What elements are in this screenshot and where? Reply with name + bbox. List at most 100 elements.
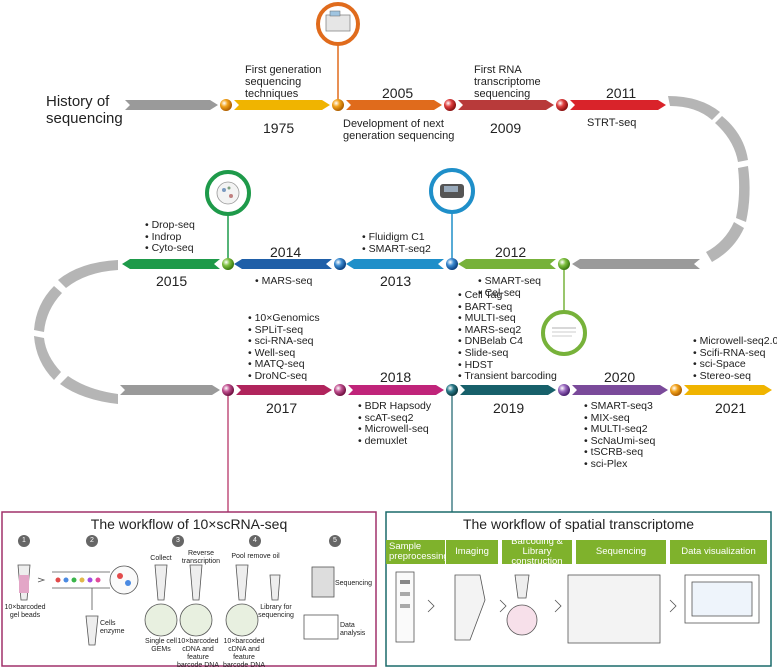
year-2011: 2011 (606, 85, 637, 101)
list-item: MULTI-seq (458, 313, 557, 325)
arrow-2017 (236, 385, 332, 395)
year-2018: 2018 (380, 369, 412, 385)
arrow-2020 (572, 385, 668, 395)
list-item: Stereo-seq (693, 370, 777, 383)
row1-arrows (125, 100, 666, 110)
spatial-drawings (395, 571, 760, 644)
list-item: MARS-seq2 (458, 324, 557, 337)
workflow-10x-title-wrap: The workflow of 10×scRNA-seq (2, 516, 376, 532)
list-2018: BDR HapsodyscAT-seq2Microwell-seqdemuxle… (358, 400, 432, 447)
list-item: tSCRB-seq (584, 447, 655, 459)
step-sample-preprocessing: Sample preprocessing (386, 540, 449, 564)
list-item: Microwell-seq (358, 424, 431, 436)
cells-label: Cells enzyme (100, 620, 125, 635)
label-2005: Development of next generation sequencin… (343, 118, 455, 142)
list-item: MIX-seq (584, 412, 655, 425)
list-item: MARS-seq (255, 275, 313, 288)
workflow-spatial-title-wrap: The workflow of spatial transcriptome (386, 516, 771, 532)
list-item: 10×Genomics (248, 312, 320, 325)
sequencer-icon (316, 2, 360, 99)
list-item: HDST (458, 359, 557, 372)
gems-label: Single cell GEMs (145, 638, 177, 653)
arrow-2011 (570, 100, 666, 110)
step-3-badge: 3 (172, 535, 184, 547)
list-item: Scifi-RNA-seq (693, 347, 777, 360)
year-2021: 2021 (715, 400, 747, 416)
list-item: Slide-seq (458, 347, 557, 360)
list-item: MATQ-seq (248, 359, 320, 371)
step-4-badge: 4 (249, 535, 261, 547)
arrow-1975 (234, 100, 330, 110)
list-item: Microwell-seq2.0 (693, 335, 777, 348)
list-item: DroNC-seq (248, 370, 320, 383)
list-2021: Microwell-seq2.0Scifi-RNA-seqsci-SpaceSt… (693, 335, 777, 383)
analysis-label: Data analysis (340, 622, 366, 637)
cells-icon (205, 170, 251, 258)
list-2019: Cell TagBART-seqMULTI-seqMARS-seq2DNBela… (458, 289, 557, 383)
list-2014: MARS-seq (255, 275, 313, 288)
cdna-label-2: 10×barcoded cDNA and feature barcode DNA (222, 638, 266, 669)
arrow-row3-grey (120, 385, 220, 395)
pool-label: Pool remove oil (231, 553, 280, 560)
year-2015: 2015 (156, 273, 188, 289)
right-turn (668, 96, 750, 262)
list-item: SMART-seq2 (362, 243, 431, 256)
year-2013: 2013 (380, 273, 412, 289)
arrow-row2-grey (572, 259, 700, 269)
row3-nodes (222, 384, 682, 396)
arrow-2005 (346, 100, 442, 110)
year-2014: 2014 (270, 244, 302, 260)
step-barcoding: Barcoding & Library construction (502, 537, 572, 567)
cdna-label-1: 10×barcoded cDNA and feature barcode DNA (176, 638, 220, 669)
10x-drawings (17, 564, 339, 646)
arrow-2015 (122, 259, 220, 269)
step-imaging: Imaging (446, 540, 498, 564)
list-2017: 10×GenomicsSPLiT-seqsci-RNA-seqWell-seqM… (248, 312, 320, 383)
list-item: Well-seq (248, 347, 320, 360)
workflow-10x-title: The workflow of 10×scRNA-seq (90, 516, 288, 532)
arrow-2018 (348, 385, 444, 395)
year-2005: 2005 (382, 85, 414, 101)
step-data-visualization: Data visualization (670, 540, 767, 564)
list-item: sci-Space (693, 359, 777, 371)
list-item: DNBelab C4 (458, 336, 557, 348)
step-sequencing: Sequencing (576, 540, 666, 564)
list-item: MULTI-seq2 (584, 424, 655, 436)
list-item: scAT-seq2 (358, 412, 431, 425)
step-5-badge: 5 (329, 535, 341, 547)
sequencing-label: Sequencing (335, 580, 372, 587)
list-item: BDR Hapsody (358, 400, 432, 413)
workflow-spatial-title: The workflow of spatial transcriptome (462, 516, 695, 532)
list-item: sci-Plex (584, 458, 655, 471)
arrow-2021 (684, 385, 772, 395)
device-icon (429, 168, 475, 258)
collect-label: Collect (150, 555, 172, 562)
year-2019: 2019 (493, 400, 525, 416)
list-item: Indrop (145, 231, 195, 244)
list-item: Cyto-seq (145, 243, 195, 255)
page-title: History of sequencing (46, 93, 123, 127)
arrow-2013 (346, 259, 444, 269)
list-item: Cell Tag (458, 289, 557, 302)
row1-nodes (220, 99, 568, 111)
label-2011: STRT-seq (587, 117, 637, 129)
list-2015: Drop-seqIndropCyto-seq (145, 219, 195, 255)
list-item: SMART-seq3 (584, 400, 655, 413)
row2-nodes (222, 258, 570, 270)
year-2012: 2012 (495, 244, 527, 260)
left-turn (34, 260, 118, 404)
rt-label: Reverse transcription (181, 550, 221, 565)
list-item: SPLiT-seq (248, 324, 320, 337)
arrow-start (125, 100, 218, 110)
row2-arrows (122, 259, 700, 269)
year-2009: 2009 (490, 120, 522, 136)
list-2013: Fluidigm C1SMART-seq2 (362, 231, 431, 256)
label-1975: First generation sequencing techniques (245, 64, 322, 100)
arrow-2009 (458, 100, 554, 110)
arrow-2019 (460, 385, 556, 395)
year-1975: 1975 (263, 120, 295, 136)
step-2-badge: 2 (86, 535, 98, 547)
list-item: Fluidigm C1 (362, 231, 431, 244)
arrow-2012 (458, 259, 556, 269)
